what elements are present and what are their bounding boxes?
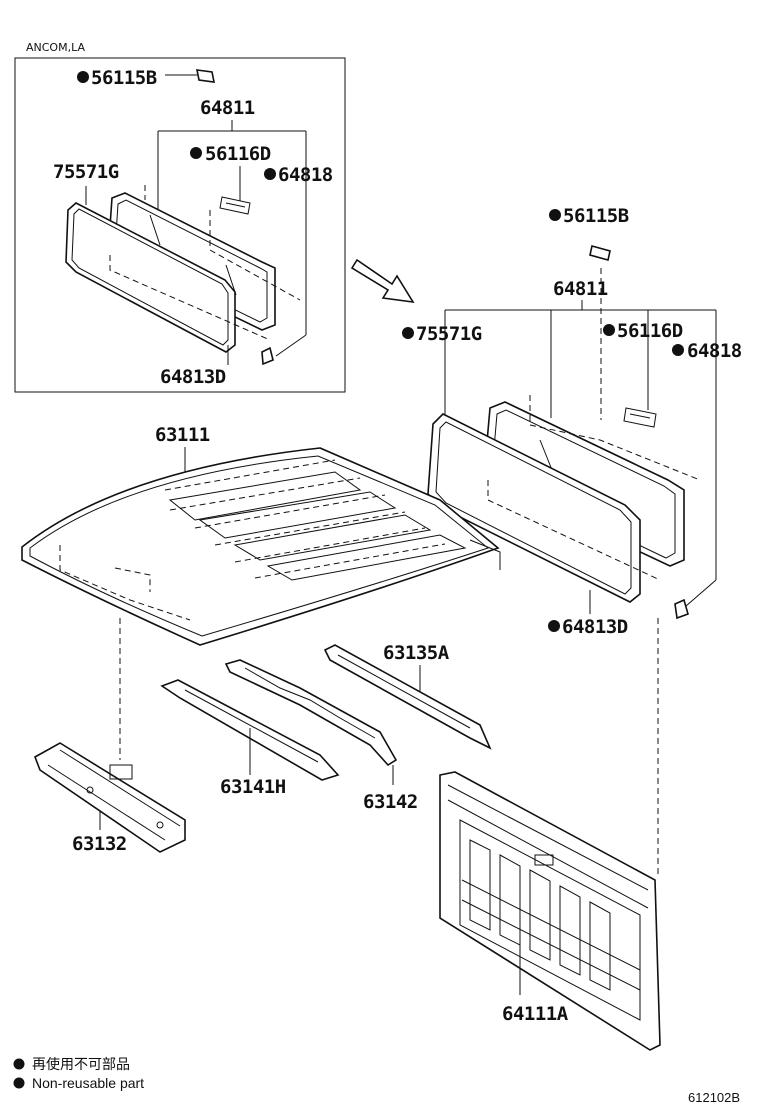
- legend: 再使用不可部品 Non-reusable part: [13, 1056, 144, 1091]
- main-clip-56115B[interactable]: 56115B: [549, 205, 629, 261]
- roof-bow-63135A[interactable]: 63135A: [323, 642, 492, 750]
- non-reusable-marker: [672, 344, 684, 356]
- inset-rear-glass: [65, 185, 301, 366]
- main-part-63135A[interactable]: 63135A: [383, 642, 450, 664]
- header-rail-63132[interactable]: 63132: [34, 742, 186, 855]
- inset-part-56116D[interactable]: 56116D: [205, 143, 271, 165]
- main-part-75571G[interactable]: 75571G: [416, 323, 482, 345]
- inset-frame: [14, 57, 346, 393]
- inset-part-64811[interactable]: 64811: [200, 97, 255, 119]
- main-part-64811[interactable]: 64811: [553, 278, 608, 300]
- non-reusable-marker: [264, 168, 276, 180]
- figure-reference: 612102B: [688, 1090, 740, 1105]
- non-reusable-marker: [549, 209, 561, 221]
- non-reusable-marker: [603, 324, 615, 336]
- main-part-56116D[interactable]: 56116D: [617, 320, 683, 342]
- main-seal-64818[interactable]: 64818: [672, 340, 742, 362]
- main-part-64111A[interactable]: 64111A: [502, 1003, 569, 1025]
- inset-model-label: ANCOM,LA: [26, 41, 85, 54]
- non-reusable-marker: [548, 620, 560, 632]
- inset-part-64813D[interactable]: 64813D: [160, 366, 226, 388]
- main-part-63141H[interactable]: 63141H: [220, 776, 286, 798]
- non-reusable-marker: [190, 147, 202, 159]
- legend-line-2: Non-reusable part: [32, 1075, 144, 1091]
- legend-dot-icon: [13, 1058, 25, 1070]
- inset-bracket-64811: 64811: [157, 97, 307, 357]
- main-part-56115B[interactable]: 56115B: [563, 205, 629, 227]
- main-weatherstrip-75571G[interactable]: 75571G: [402, 323, 482, 345]
- legend-line-1: 再使用不可部品: [32, 1056, 130, 1072]
- inset-part-56115B[interactable]: 56115B: [91, 67, 157, 89]
- inset-clip-56116D[interactable]: 56116D: [190, 143, 271, 215]
- inset-part-64818[interactable]: 64818: [278, 164, 333, 186]
- main-part-63142[interactable]: 63142: [363, 791, 418, 813]
- main-bracket-64811: 64811: [444, 268, 717, 607]
- inset-part-75571G[interactable]: 75571G: [53, 161, 119, 183]
- inset-clip-56115B[interactable]: 56115B: [77, 67, 216, 89]
- roof-panel-63111[interactable]: 63111: [21, 424, 501, 646]
- roof-bow-63142[interactable]: 63142: [224, 659, 418, 813]
- direction-arrow: [350, 258, 415, 304]
- main-part-63111[interactable]: 63111: [155, 424, 210, 446]
- main-clip-56116D[interactable]: 56116D: [603, 320, 683, 428]
- inset-weatherstrip-75571G[interactable]: 75571G: [53, 161, 119, 205]
- main-rear-glass: [427, 395, 701, 620]
- main-molding-64813D[interactable]: 64813D: [548, 590, 628, 638]
- legend-dot-icon: [13, 1077, 25, 1089]
- inset-panel: ANCOM,LA 56115B 64811 56116D 64: [14, 41, 346, 393]
- main-part-64818[interactable]: 64818: [687, 340, 742, 362]
- non-reusable-marker: [402, 327, 414, 339]
- inset-seal-64818[interactable]: 64818: [264, 164, 333, 186]
- main-part-63132[interactable]: 63132: [72, 833, 127, 855]
- main-part-64813D[interactable]: 64813D: [562, 616, 628, 638]
- back-panel-64111A[interactable]: 64111A: [439, 771, 661, 1051]
- inset-molding-64813D[interactable]: 64813D: [160, 345, 229, 388]
- roof-bow-63141H[interactable]: 63141H: [160, 679, 340, 798]
- non-reusable-marker: [77, 71, 89, 83]
